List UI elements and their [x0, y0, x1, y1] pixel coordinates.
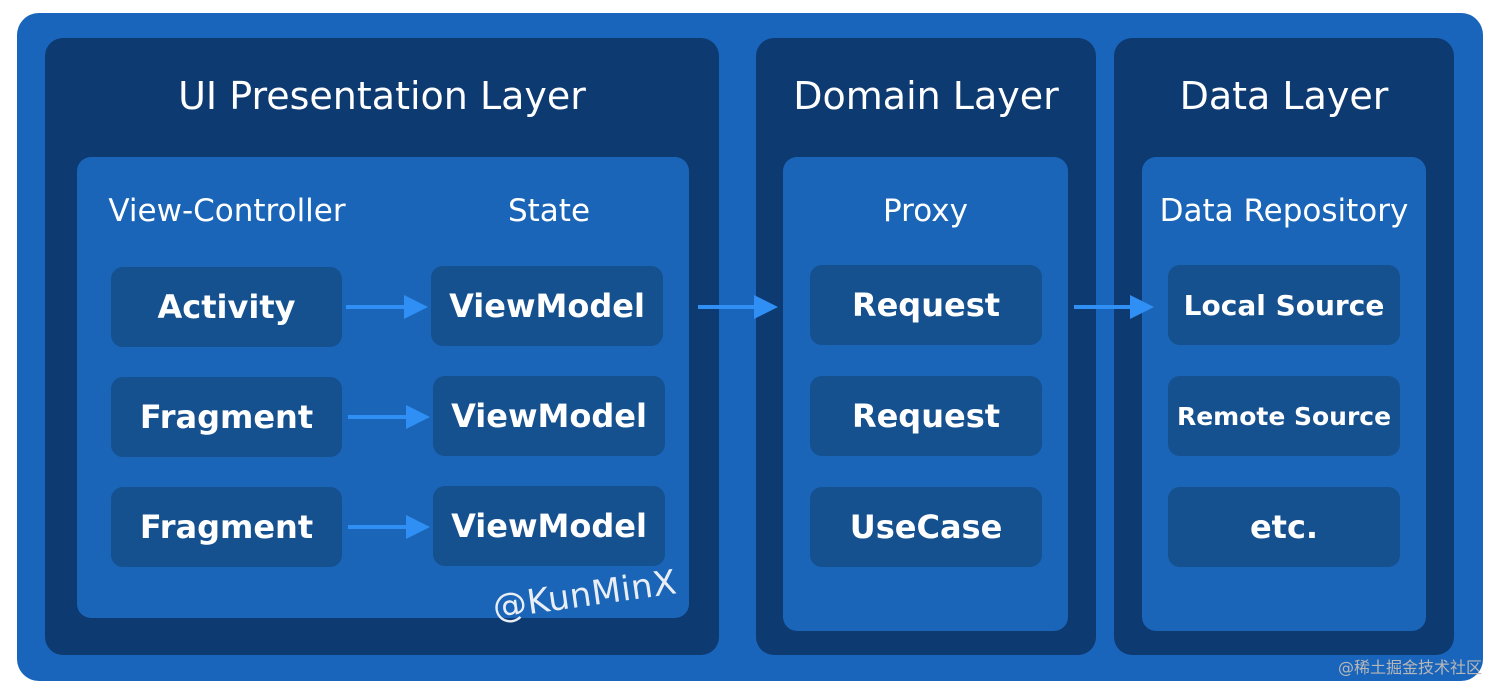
domain-layer-inner: Proxy Request Request UseCase	[783, 157, 1068, 631]
data-layer-title: Data Layer	[1179, 74, 1389, 118]
request-box: Request	[810, 376, 1042, 456]
proxy-header: Proxy	[883, 193, 968, 229]
etc-box: etc.	[1168, 487, 1400, 567]
activity-box: Activity	[111, 267, 342, 347]
arrow-domain-to-data-icon	[1074, 295, 1154, 319]
usecase-box: UseCase	[810, 487, 1042, 567]
arrow-ui-to-domain-icon	[698, 295, 778, 319]
fragment-box: Fragment	[111, 377, 342, 457]
domain-layer-title: Domain Layer	[793, 74, 1059, 118]
arrow-fragment-to-viewmodel-icon	[348, 405, 430, 429]
ui-layer-title: UI Presentation Layer	[178, 74, 586, 118]
data-repository-header: Data Repository	[1159, 193, 1409, 229]
view-controller-header: View-Controller	[108, 193, 346, 229]
arrow-fragment-to-viewmodel-icon	[348, 515, 430, 539]
viewmodel-box: ViewModel	[433, 486, 665, 566]
ui-presentation-layer-panel: UI Presentation Layer View-Controller St…	[45, 38, 719, 655]
domain-layer-panel: Domain Layer Proxy Request Request UseCa…	[756, 38, 1096, 655]
platform-credit: @稀土掘金技术社区	[1337, 658, 1482, 677]
state-header: State	[507, 193, 591, 229]
fragment-box: Fragment	[111, 487, 342, 567]
remote-source-box: Remote Source	[1168, 376, 1400, 456]
data-layer-panel: Data Layer Data Repository Local Source …	[1114, 38, 1454, 655]
ui-layer-inner: View-Controller State Activity Fragment …	[77, 157, 689, 618]
viewmodel-box: ViewModel	[433, 376, 665, 456]
data-layer-inner: Data Repository Local Source Remote Sour…	[1142, 157, 1426, 631]
viewmodel-box: ViewModel	[431, 266, 663, 346]
local-source-box: Local Source	[1168, 265, 1400, 345]
arrow-activity-to-viewmodel-icon	[346, 295, 428, 319]
request-box: Request	[810, 265, 1042, 345]
